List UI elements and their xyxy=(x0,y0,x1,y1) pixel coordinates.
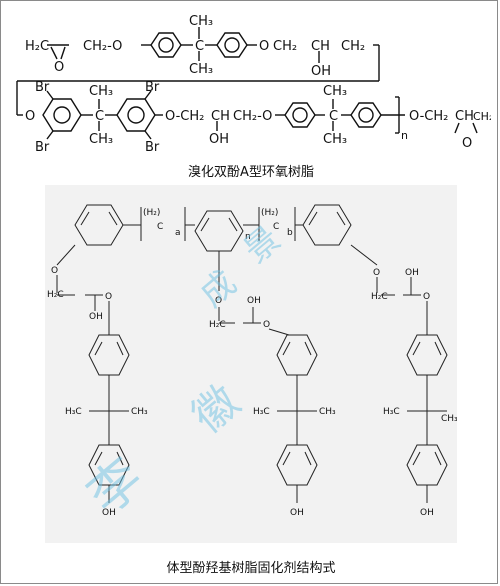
o-ch2-group: O-CH₂ xyxy=(165,109,204,124)
methyl-bottom: CH₃ xyxy=(189,62,213,77)
top-caption: 溴化双酚A型环氧树脂 xyxy=(188,165,314,180)
center-oh: OH xyxy=(247,296,261,306)
chain-index-a: a xyxy=(175,228,181,238)
ch-end: CH xyxy=(455,109,474,124)
left-o: O xyxy=(105,292,112,302)
repeat-n: n xyxy=(401,129,408,142)
ch2-o-group: CH₂-O xyxy=(83,39,122,54)
chain-index-n: n xyxy=(245,232,251,242)
chain-h2-left: (H₂) xyxy=(143,208,160,218)
bromine-4: Br xyxy=(145,140,160,155)
epoxide-oxygen: O xyxy=(54,60,64,75)
ch2-group: CH₂ xyxy=(273,39,297,54)
center-h2c: H₂C xyxy=(209,320,226,330)
right-ch3: CH₃ xyxy=(441,414,457,424)
ether-oxygen: O xyxy=(259,39,269,54)
left-h2c: H₂C xyxy=(47,290,64,300)
hydroxyl-group: OH xyxy=(311,64,331,79)
chain-h2-right: (H₂) xyxy=(261,208,278,218)
o-ch2-end: O-CH₂ xyxy=(409,109,448,124)
methyl-top: CH₃ xyxy=(189,14,213,29)
right-ether-o: O xyxy=(373,268,380,278)
right-o: O xyxy=(423,292,430,302)
epoxide-oxygen-end: O xyxy=(462,136,472,151)
bromine-2: Br xyxy=(35,140,50,155)
right-h2c: H₂C xyxy=(371,292,388,302)
row2-hydroxyl: OH xyxy=(209,132,229,147)
right-phenol-oh: OH xyxy=(420,508,434,518)
epoxide-h2c: H₂C xyxy=(25,39,49,54)
ch-group: CH xyxy=(311,39,330,54)
row2-methyl-bottom: CH₃ xyxy=(89,132,113,147)
row2-methyl-top-2: CH₃ xyxy=(323,84,347,99)
watermark-glyph-1: 成 xyxy=(193,263,245,315)
ch2-end: CH₂ xyxy=(473,110,491,123)
center-phenol-oh: OH xyxy=(290,508,304,518)
center-h3c: H₃C xyxy=(253,407,270,417)
top-structure-drawing: H₂C O CH₂-O CH₃ C CH₃ O CH₂ CH OH CH₂ O … xyxy=(16,14,493,155)
row2-oxygen: O xyxy=(25,109,35,124)
center-ch3: CH₃ xyxy=(319,407,336,417)
phenolic-curing-agent-structure: (H₂) C a n (H₂) C b O H₂C OH O O H₂C OH … xyxy=(45,185,458,543)
right-h3c: H₃C xyxy=(383,407,400,417)
watermark-glyph-3: 徽 xyxy=(183,376,249,443)
chain-index-b: b xyxy=(287,228,293,238)
ch2-o-group-2: CH₂-O xyxy=(233,109,272,124)
row2-ch: CH xyxy=(211,109,230,124)
row2-methyl-bottom-2: CH₃ xyxy=(323,132,347,147)
chain-c-left: C xyxy=(157,222,163,232)
left-ether-o: O xyxy=(51,266,58,276)
chain-c-right: C xyxy=(273,222,279,232)
row2-carbon: C xyxy=(95,109,104,124)
watermark-glyph-2: 景 xyxy=(237,219,289,271)
left-phenol-oh: OH xyxy=(102,508,116,518)
row2-methyl-top: CH₃ xyxy=(89,84,113,99)
bromine-1: Br xyxy=(35,80,50,95)
left-oh: OH xyxy=(89,312,103,322)
bromine-3: Br xyxy=(145,80,160,95)
center-ether-o: O xyxy=(215,296,222,306)
brominated-epoxy-structure: H₂C O CH₂-O CH₃ C CH₃ O CH₂ CH OH CH₂ O … xyxy=(11,7,493,155)
bottom-caption: 体型酚羟基树脂固化剂结构式 xyxy=(166,561,336,576)
left-ch3: CH₃ xyxy=(131,407,148,417)
row2-carbon-2: C xyxy=(329,109,338,124)
quaternary-carbon: C xyxy=(195,39,204,54)
bottom-structure-drawing: (H₂) C a n (H₂) C b O H₂C OH O O H₂C OH … xyxy=(47,204,458,527)
ch2-group-2: CH₂ xyxy=(341,39,365,54)
left-h3c: H₃C xyxy=(65,407,82,417)
watermark-glyph-4: 李 xyxy=(77,447,155,526)
center-o: O xyxy=(263,320,270,330)
right-oh: OH xyxy=(405,268,419,278)
